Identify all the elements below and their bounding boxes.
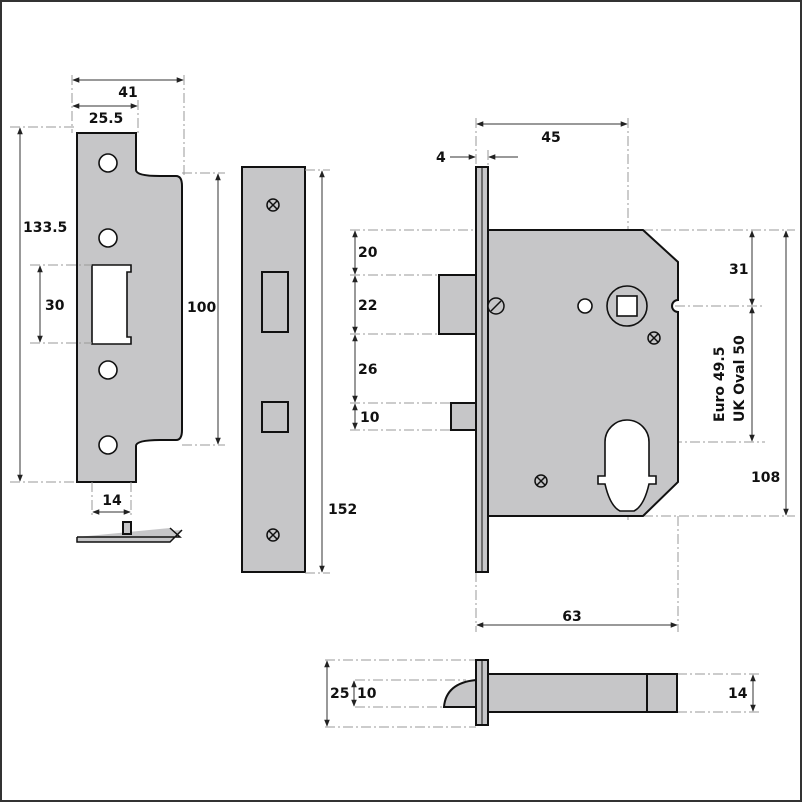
dim-10-latch: 10 bbox=[357, 686, 377, 702]
forend-plate: 152 bbox=[241, 166, 357, 574]
dim-uk-oval-50: UK Oval 50 bbox=[732, 335, 748, 422]
dim-euro-49-5: Euro 49.5 bbox=[712, 347, 728, 422]
dim-25-5: 25.5 bbox=[89, 111, 124, 127]
dim-100: 100 bbox=[187, 300, 216, 316]
dim-108: 108 bbox=[751, 470, 780, 486]
screw-hole-icon bbox=[98, 153, 118, 455]
dim-133-5: 133.5 bbox=[23, 220, 67, 236]
strike-plate: 41 25.5 133.5 30 100 14 bbox=[10, 75, 225, 543]
spindle-square bbox=[616, 295, 638, 317]
dim-26: 26 bbox=[358, 362, 377, 378]
latch-slot bbox=[91, 264, 132, 345]
dim-10: 10 bbox=[360, 410, 380, 426]
dim-14-bar: 14 bbox=[728, 686, 748, 702]
dim-45: 45 bbox=[541, 130, 560, 146]
dim-14: 14 bbox=[102, 493, 122, 509]
dim-4: 4 bbox=[436, 150, 446, 166]
dim-25: 25 bbox=[330, 686, 349, 702]
spindle-hub bbox=[606, 285, 648, 327]
screw-icon bbox=[487, 297, 661, 488]
dim-152: 152 bbox=[328, 502, 357, 518]
dim-63: 63 bbox=[562, 609, 581, 625]
screw-icon bbox=[266, 198, 280, 542]
dim-20: 20 bbox=[358, 245, 378, 261]
lock-side-view: 25 10 14 bbox=[324, 659, 760, 728]
dim-30: 30 bbox=[45, 298, 65, 314]
dim-41: 41 bbox=[118, 85, 137, 101]
dim-31: 31 bbox=[729, 262, 748, 278]
lock-body: 45 4 20 22 26 10 31 Euro 49.5 UK Oval 50… bbox=[350, 118, 795, 632]
dim-22: 22 bbox=[358, 298, 377, 314]
cylinder-hole bbox=[597, 419, 657, 512]
